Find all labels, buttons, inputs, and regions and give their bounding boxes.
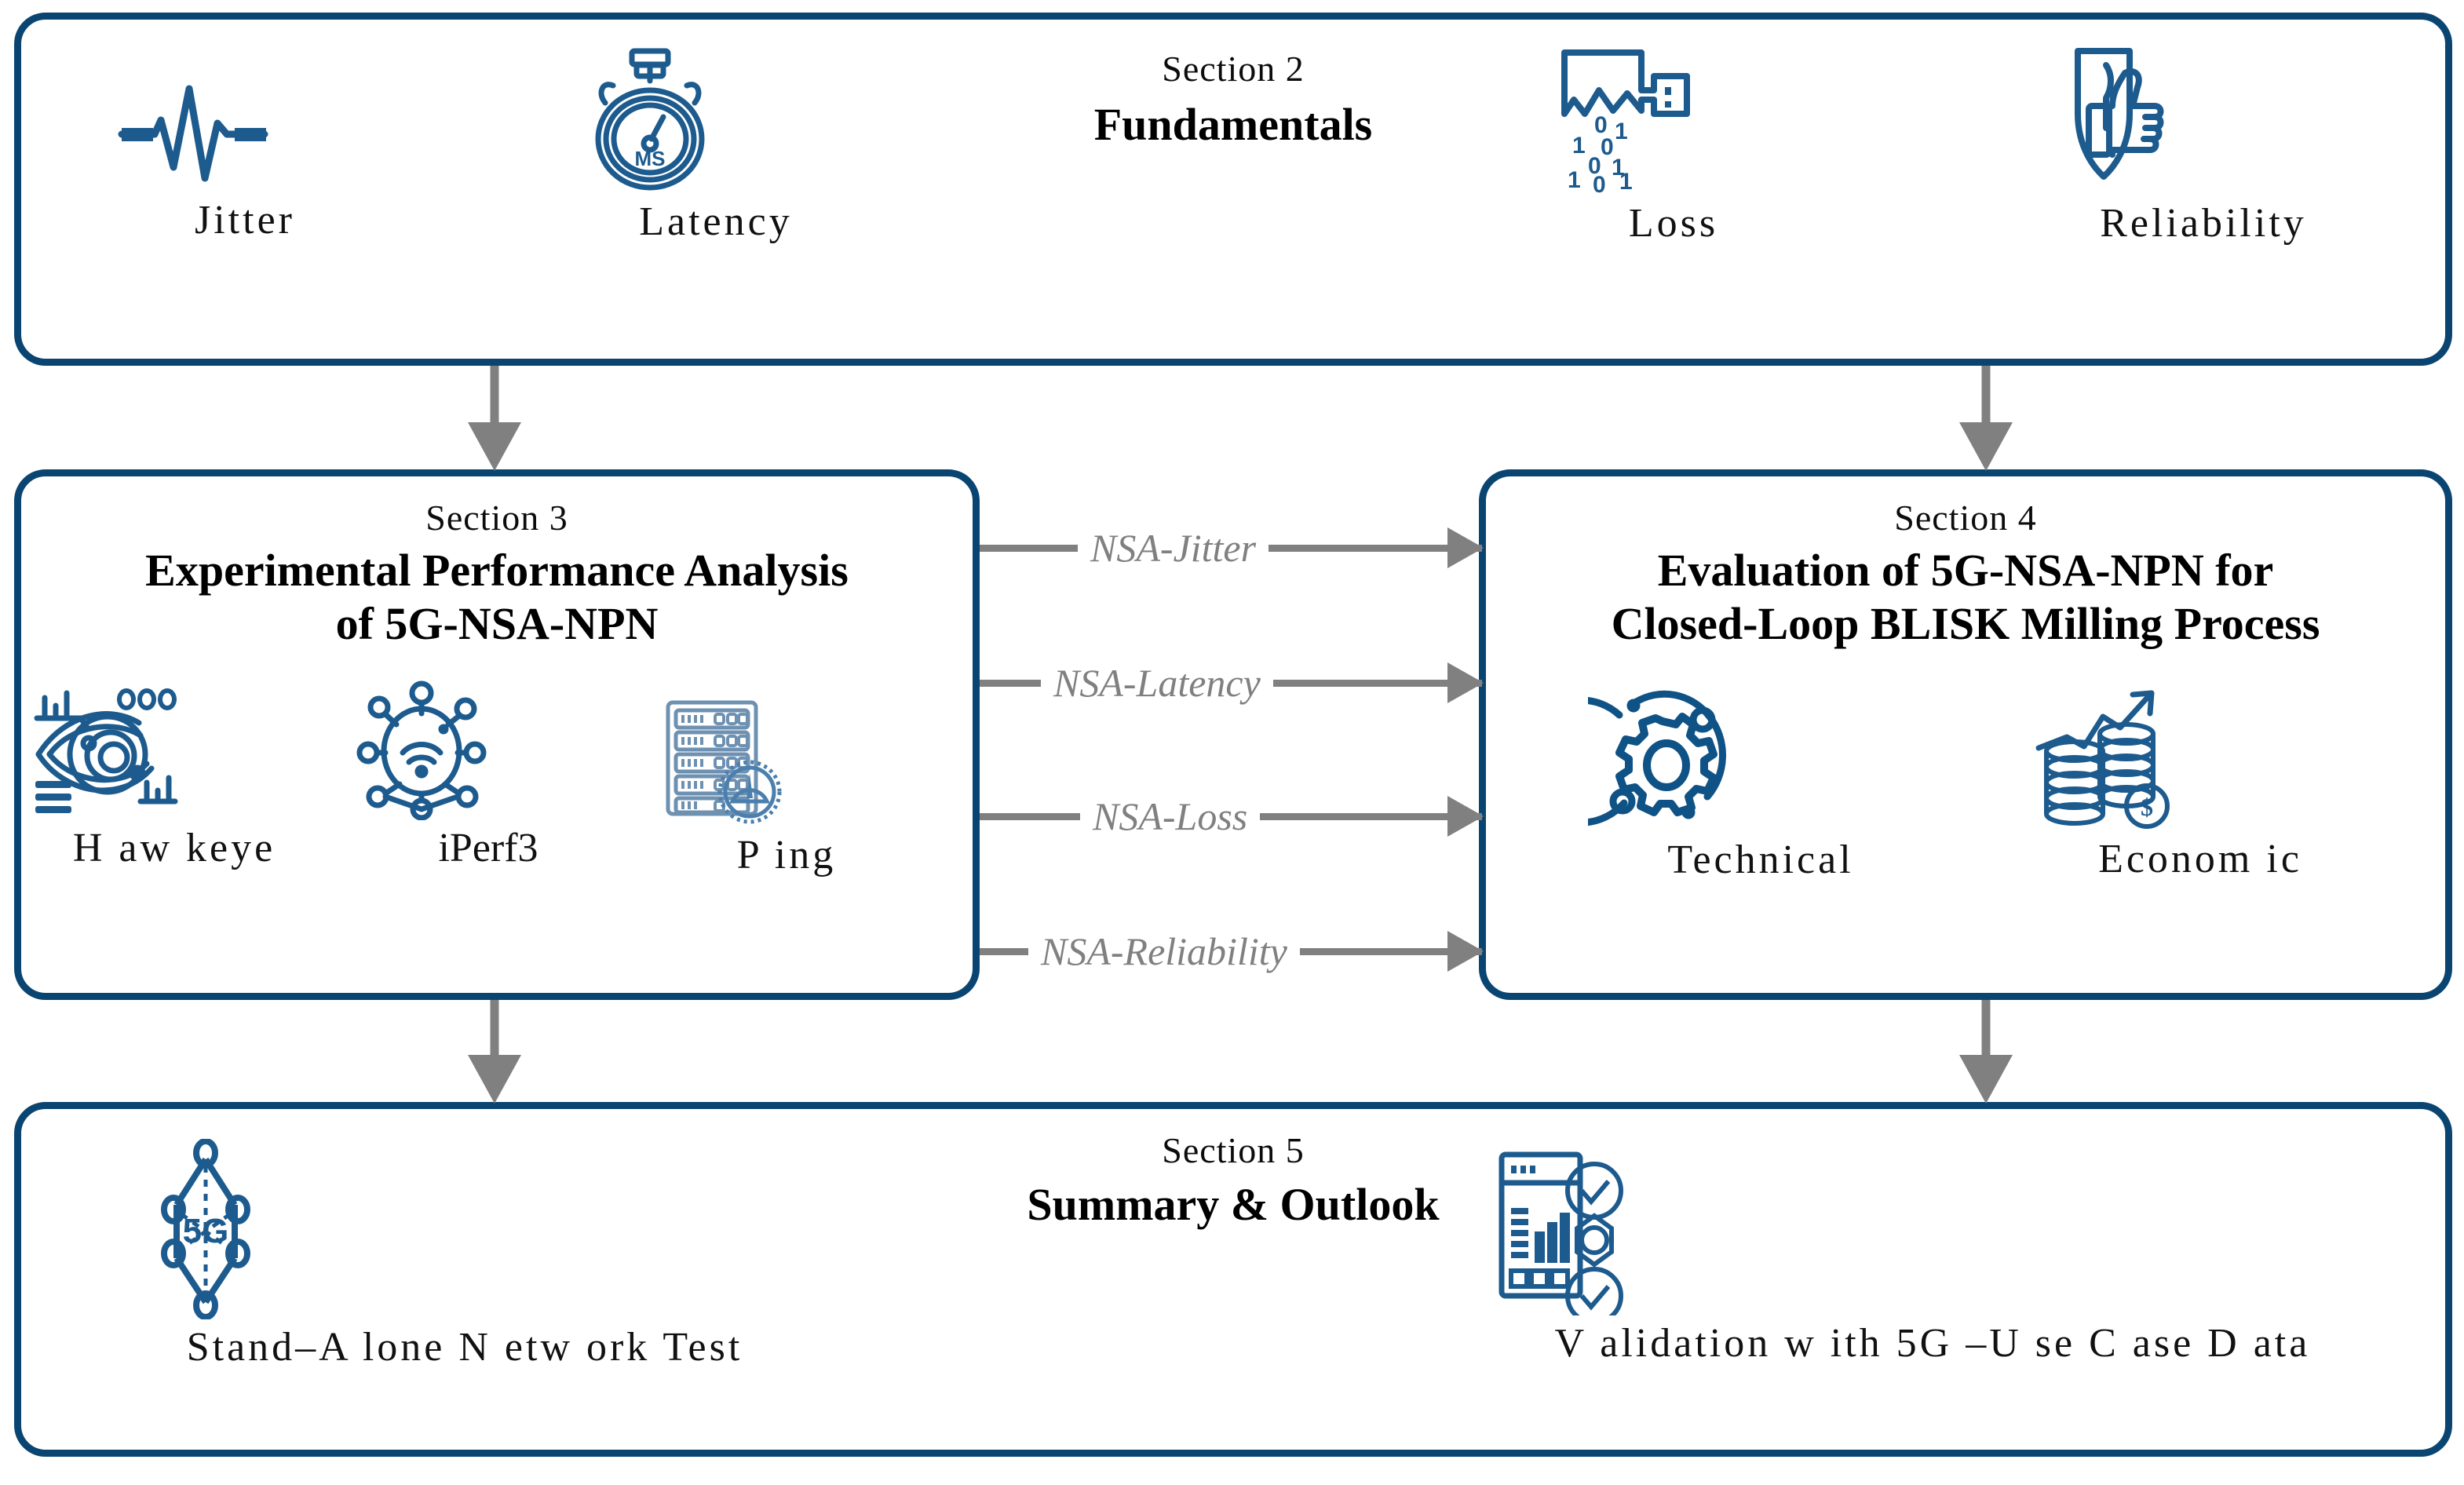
item-ping-label: P ing [736, 833, 837, 878]
svg-text:1: 1 [1619, 169, 1633, 195]
svg-text:5G: 5G [183, 1212, 229, 1250]
stopwatch-ms-icon: MS [571, 45, 861, 194]
item-reliability-label: Reliability [2100, 201, 2307, 246]
arrow-nsa-jitter-label: NSA-Jitter [1090, 526, 1257, 570]
arrow-segment-right [1272, 679, 1482, 687]
section-3-experimental-box: Section 3 Experimental Performance Analy… [14, 469, 980, 1000]
arrow-evaluation-to-summary [1959, 1000, 2013, 1104]
section-5-summary-box: Section 5 Summary & Outlook [14, 1102, 2452, 1457]
arrow-segment-right [1299, 947, 1482, 955]
section-4-kicker: Section 4 [1894, 498, 2037, 538]
usb-binary-loss-icon: 0 1 0 1 0 1 1 0 1 [1536, 38, 1811, 195]
section-2-title: Fundamentals [1093, 99, 1373, 150]
arrow-head [468, 422, 521, 471]
arrow-segment-left [980, 544, 1078, 552]
item-hawkeye: H aw keye [29, 687, 319, 871]
item-validation-use-case-data-label: V alidation w ith 5G –U se C ase D ata [1554, 1321, 2311, 1366]
arrow-experimental-to-summary [468, 1000, 521, 1104]
item-technical-label: Technical [1667, 837, 1854, 882]
jitter-waveform-icon [108, 75, 382, 192]
item-iperf3: iPerf3 [351, 679, 626, 871]
arrow-nsa-latency: NSA-Latency [980, 659, 1482, 706]
arrow-stem [1981, 1000, 1991, 1060]
section-4-title-line1: Evaluation of 5G-NSA-NPN for [1657, 545, 2274, 596]
coins-growth-icon: $ [2028, 682, 2373, 831]
arrow-head [468, 1055, 521, 1104]
item-ping: P ing [657, 698, 916, 878]
section-3-title-line1: Experimental Performance Analysis [145, 545, 849, 596]
item-technical: Technical [1588, 687, 1933, 883]
section-5-title: Summary & Outlook [1027, 1179, 1440, 1230]
arrow-nsa-loss: NSA-Loss [980, 793, 1482, 840]
arrow-head [1959, 1055, 2013, 1104]
arrow-nsa-loss-label: NSA-Loss [1093, 794, 1248, 838]
arrow-fundamentals-to-experimental [468, 366, 521, 471]
arrow-nsa-jitter: NSA-Jitter [980, 524, 1482, 571]
item-loss: 0 1 0 1 0 1 1 0 1 Loss [1536, 38, 1811, 246]
5g-mesh-node-icon: 5G [147, 1139, 783, 1319]
shield-thumbs-up-icon [2031, 38, 2376, 195]
server-rack-gauge-icon [657, 698, 916, 827]
arrow-nsa-reliability-label: NSA-Reliability [1041, 929, 1287, 973]
arrow-fundamentals-to-evaluation [1959, 366, 2013, 471]
arrow-segment-right [1269, 544, 1482, 552]
dashboard-validation-icon [1489, 1147, 2376, 1315]
arrow-segment-left [980, 812, 1080, 820]
arrow-segment-left [980, 679, 1041, 687]
arrow-segment-left [980, 947, 1028, 955]
gear-process-icon [1588, 687, 1933, 832]
item-validation-use-case-data: V alidation w ith 5G –U se C ase D ata [1489, 1147, 2376, 1366]
arrow-nsa-reliability: NSA-Reliability [980, 928, 1482, 975]
svg-text:MS: MS [635, 147, 666, 170]
section-3-kicker: Section 3 [425, 498, 568, 538]
item-standalone-network-test: 5G Stand–A lone N etw ork Test [147, 1139, 783, 1370]
section-4-title: Evaluation of 5G-NSA-NPN for Closed-Loop… [1486, 544, 2445, 651]
section-2-fundamentals-box: Section 2 Fundamentals Jitter [14, 13, 2452, 366]
eye-analytics-icon [29, 687, 319, 820]
svg-text:1: 1 [1572, 133, 1586, 159]
arrow-stem [490, 366, 499, 427]
item-latency-label: Latency [639, 199, 793, 244]
wifi-network-nodes-icon [351, 679, 626, 820]
section-3-title-line2: of 5G-NSA-NPN [335, 598, 659, 650]
svg-text:1: 1 [1568, 167, 1581, 193]
item-economic-label: Econom ic [2098, 837, 2302, 881]
item-economic: $ Econom ic [2028, 682, 2373, 882]
item-latency: MS Latency [571, 45, 861, 245]
svg-text:0: 0 [1588, 153, 1601, 179]
section-2-kicker: Section 2 [1162, 49, 1305, 89]
svg-text:1: 1 [1615, 119, 1628, 144]
item-hawkeye-label: H aw keye [72, 826, 276, 870]
arrow-stem [1981, 366, 1991, 427]
arrow-stem [490, 1000, 499, 1060]
svg-text:1: 1 [1612, 155, 1625, 181]
svg-text:$: $ [2141, 793, 2153, 821]
arrow-nsa-latency-label: NSA-Latency [1053, 661, 1261, 705]
item-reliability: Reliability [2031, 38, 2376, 246]
section-4-evaluation-box: Section 4 Evaluation of 5G-NSA-NPN for C… [1479, 469, 2452, 1000]
item-standalone-network-test-label: Stand–A lone N etw ork Test [186, 1325, 743, 1370]
svg-text:0: 0 [1601, 134, 1614, 160]
section-5-kicker: Section 5 [1162, 1130, 1305, 1170]
item-jitter-label: Jitter [195, 198, 295, 243]
item-loss-label: Loss [1628, 201, 1719, 246]
section-4-title-line2: Closed-Loop BLISK Milling Process [1611, 598, 2320, 650]
arrow-head [1959, 422, 2013, 471]
svg-text:0: 0 [1593, 172, 1606, 195]
section-3-title: Experimental Performance Analysis of 5G-… [21, 544, 973, 651]
svg-text:0: 0 [1594, 112, 1608, 138]
arrow-segment-right [1260, 812, 1482, 820]
item-iperf3-label: iPerf3 [438, 826, 538, 870]
item-jitter: Jitter [108, 75, 382, 243]
